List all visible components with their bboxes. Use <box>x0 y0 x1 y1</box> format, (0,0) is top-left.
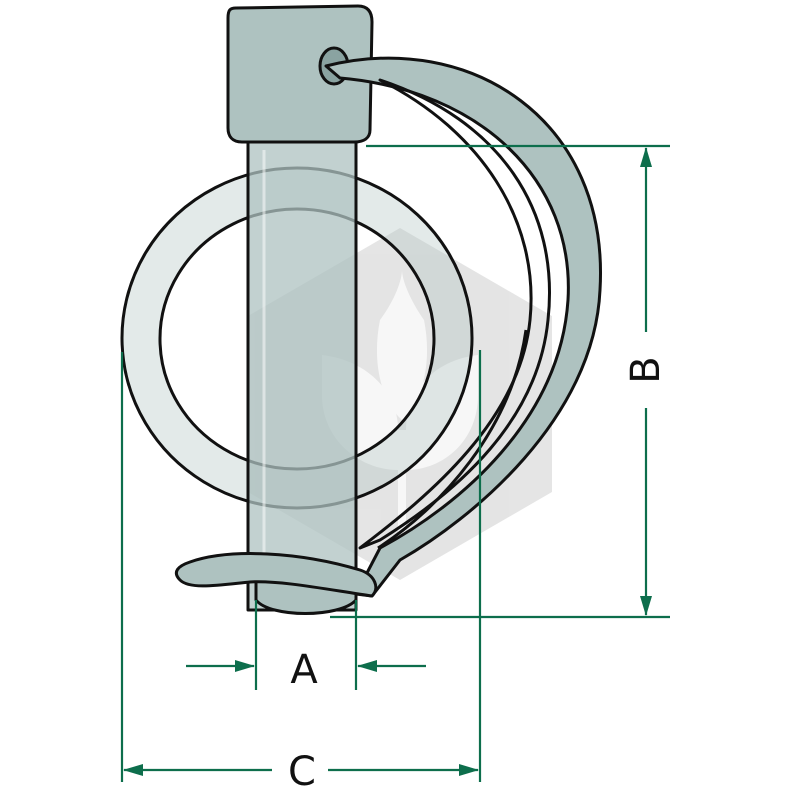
dimension-c: C <box>120 350 482 795</box>
lever-tab <box>174 552 378 598</box>
dimension-b-label: B <box>623 356 669 383</box>
spring-clip <box>324 56 602 598</box>
dimension-a-label: A <box>290 647 318 693</box>
pin-head <box>226 4 374 144</box>
pin-shaft <box>246 128 358 615</box>
dimension-b: B <box>330 144 670 619</box>
dimension-c-label: C <box>288 749 316 795</box>
dimension-a: A <box>186 600 426 693</box>
